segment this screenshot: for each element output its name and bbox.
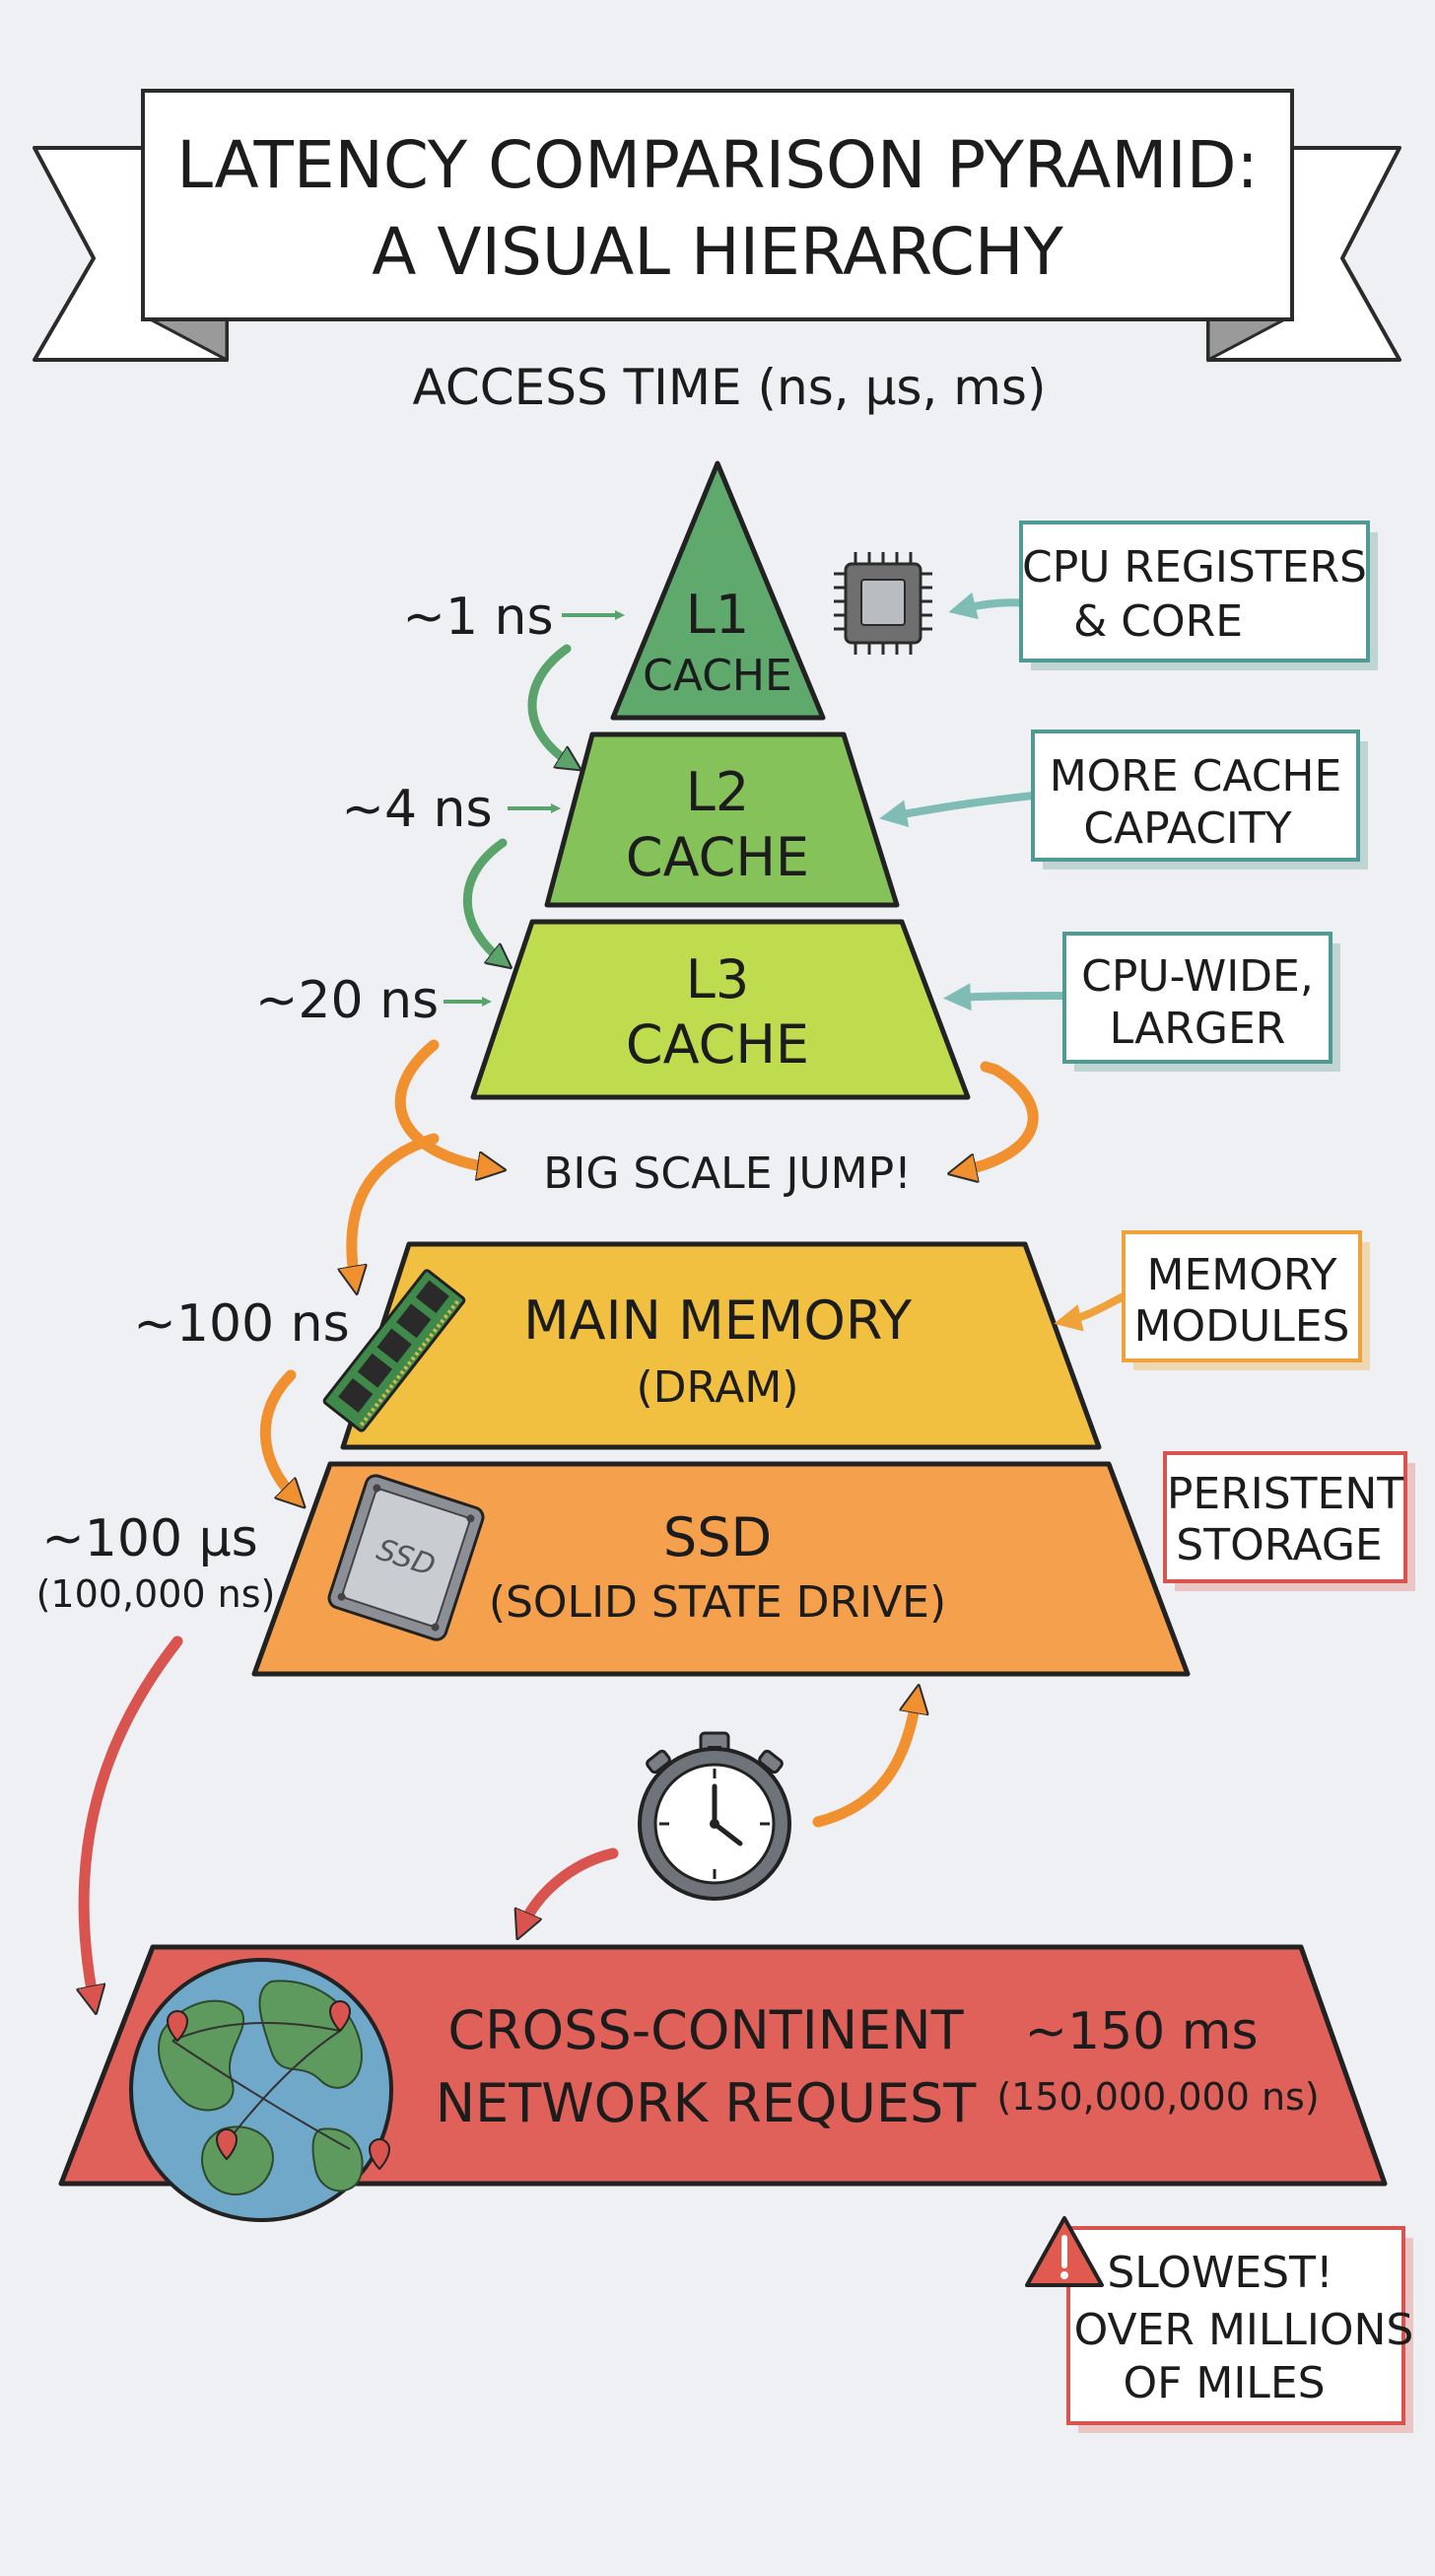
note-cache-line-1: MORE CACHE	[1050, 751, 1342, 801]
ssd-latency-detail: (100,000 ns)	[36, 1572, 276, 1616]
tier-l2-shape	[544, 731, 900, 908]
warning-icon	[1025, 2216, 1104, 2287]
tier-ssd: SSD (SOLID STATE DRIVE)	[251, 1461, 1191, 1677]
tier-l1-label: L1	[686, 584, 749, 646]
title-banner: LATENCY COMPARISON PYRAMID: A VISUAL HIE…	[33, 89, 1401, 363]
dram-latency: ~100 ns	[133, 1294, 349, 1354]
network-arrows	[84, 1636, 619, 2001]
network-latency: ~150 ms	[1024, 2002, 1258, 2061]
ssd-drive-icon: SSD	[327, 1474, 485, 1641]
tier-l3-shape	[470, 919, 971, 1100]
network-latency-detail: (150,000,000 ns)	[996, 2075, 1319, 2119]
note-cpuwide-line-2: LARGER	[1110, 1004, 1286, 1054]
tier-network: CROSS-CONTINENT NETWORK REQUEST ~150 ms …	[58, 1944, 1388, 2187]
tier-dram-label: MAIN MEMORY	[523, 1289, 913, 1352]
tier-ssd-shape	[251, 1461, 1191, 1677]
tier-network-sublabel: NETWORK REQUEST	[436, 2072, 978, 2134]
note-slowest-line-2: OVER MILLIONS	[1074, 2305, 1414, 2355]
tier-l2-sublabel: CACHE	[626, 826, 809, 888]
note-cpu-line-1: CPU REGISTERS	[1022, 542, 1367, 592]
note-persistent-storage: PERISTENT STORAGE	[1163, 1451, 1415, 1591]
tier-ssd-label: SSD	[663, 1506, 772, 1568]
note-slowest-line-1: SLOWEST!	[1107, 2248, 1332, 2298]
note-cpu-wide: CPU-WIDE, LARGER	[943, 932, 1340, 1072]
tier-main-memory: MAIN MEMORY (DRAM)	[340, 1241, 1102, 1450]
tier-network-label: CROSS-CONTINENT	[447, 1999, 964, 2061]
note-storage-line-2: STORAGE	[1176, 1520, 1382, 1570]
l1-latency: ~1 ns	[402, 588, 553, 647]
note-storage-line-1: PERISTENT	[1167, 1469, 1403, 1519]
tier-l1-cache: L1 CACHE	[610, 460, 826, 721]
subtitle: ACCESS TIME (ns, μs, ms)	[413, 359, 1047, 416]
note-more-cache-capacity: MORE CACHE CAPACITY	[879, 730, 1368, 870]
tier-network-shape	[58, 1944, 1388, 2187]
note-memory-line-1: MEMORY	[1147, 1250, 1337, 1300]
note-cpu-registers: CPU REGISTERS & CORE	[948, 521, 1378, 670]
note-cpuwide-line-1: CPU-WIDE,	[1081, 951, 1314, 1002]
stopwatch-icon	[638, 1731, 791, 1901]
tier-l1-sublabel: CACHE	[643, 651, 792, 701]
latency-pointer-arrows	[444, 610, 625, 1007]
ram-module-icon	[322, 1269, 466, 1432]
note-cpu-line-2: & CORE	[1073, 596, 1243, 647]
globe-icon	[129, 1958, 393, 2222]
tier-dram-sublabel: (DRAM)	[636, 1362, 798, 1413]
tier-connector-arrows	[462, 644, 572, 961]
tier-ssd-sublabel: (SOLID STATE DRIVE)	[489, 1577, 946, 1628]
ssd-latency: ~100 μs	[41, 1509, 258, 1568]
note-cache-line-2: CAPACITY	[1083, 803, 1291, 854]
note-slowest-line-3: OF MILES	[1123, 2358, 1325, 2408]
tier-l2-label: L2	[686, 761, 749, 823]
title-line-1: LATENCY COMPARISON PYRAMID:	[176, 127, 1259, 203]
tier-l3-cache: L3 CACHE	[470, 919, 971, 1100]
l2-latency: ~4 ns	[341, 780, 492, 839]
tier-l3-sublabel: CACHE	[626, 1013, 809, 1076]
note-memory-line-2: MODULES	[1134, 1301, 1350, 1352]
scale-jump-label: BIG SCALE JUMP!	[543, 1149, 912, 1199]
tier-l3-label: L3	[686, 948, 749, 1010]
note-memory-modules: MEMORY MODULES	[1054, 1230, 1370, 1370]
scale-jump-arrows	[259, 1039, 1039, 1828]
tier-l1-shape	[610, 460, 826, 721]
title-line-2: A VISUAL HIERARCHY	[372, 214, 1063, 290]
note-slowest: SLOWEST! OVER MILLIONS OF MILES	[1025, 2216, 1414, 2433]
tier-l2-cache: L2 CACHE	[544, 731, 900, 908]
cpu-chip-icon	[834, 552, 932, 655]
l3-latency: ~20 ns	[255, 971, 439, 1030]
